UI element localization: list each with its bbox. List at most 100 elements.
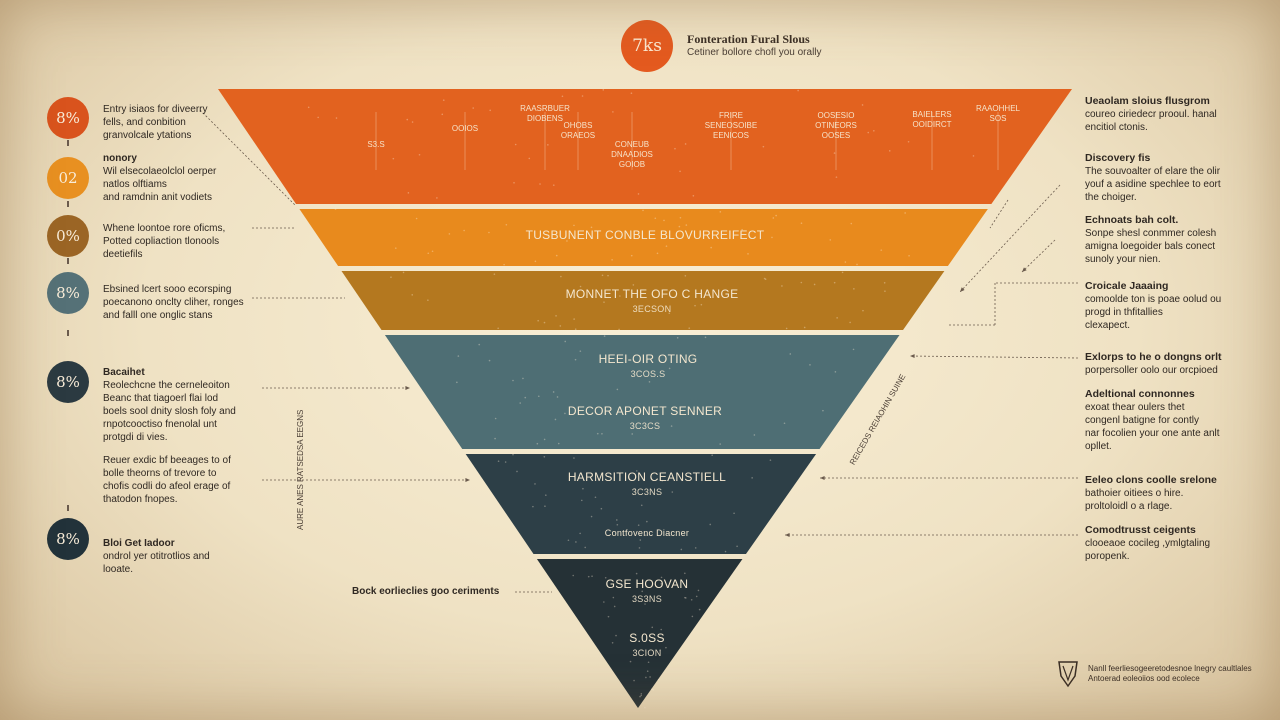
layer-title-text: HARMSITION CEANSTIELL: [497, 470, 797, 484]
texture-speck: [651, 688, 653, 690]
left-badge: 8%: [47, 518, 89, 560]
right-body: clooeaoe cocileg ,ymlgtaling poropenk.: [1085, 538, 1210, 562]
texture-speck: [478, 344, 480, 346]
texture-speck: [581, 500, 583, 502]
right-text-block: Eeleo clons coolle srelonebathoier oitie…: [1085, 474, 1265, 513]
texture-speck: [836, 176, 838, 178]
texture-speck: [406, 119, 408, 121]
texture-speck: [558, 443, 560, 445]
texture-speck: [419, 154, 421, 156]
texture-speck: [709, 524, 711, 526]
texture-speck: [544, 439, 546, 441]
texture-speck: [458, 355, 460, 357]
texture-speck: [904, 212, 906, 214]
texture-speck: [488, 232, 490, 234]
texture-speck: [804, 327, 806, 329]
texture-speck: [597, 433, 599, 435]
texture-speck: [441, 114, 443, 116]
texture-speck: [537, 443, 539, 445]
left-text-block: Ebsined lcert sooo ecorsping poecanono o…: [103, 283, 263, 322]
texture-speck: [645, 677, 647, 679]
texture-speck: [862, 104, 864, 106]
texture-speck: [685, 143, 687, 145]
texture-speck: [640, 695, 642, 697]
texture-speck: [638, 193, 640, 195]
texture-speck: [773, 217, 775, 219]
texture-speck: [547, 144, 549, 146]
right-title: Croicale Jaaaing: [1085, 280, 1265, 293]
texture-speck: [649, 676, 651, 678]
texture-speck: [647, 670, 649, 672]
layer-subtitle: 3C3CS: [495, 421, 795, 431]
texture-speck: [544, 322, 546, 324]
texture-speck: [575, 541, 577, 543]
texture-speck: [684, 572, 686, 574]
texture-speck: [654, 217, 656, 219]
texture-speck: [503, 264, 505, 266]
connector-dot: [67, 330, 69, 336]
texture-speck: [636, 573, 638, 575]
texture-speck: [544, 505, 546, 507]
layer-title: Contfovenc Diacner: [497, 528, 797, 538]
layer-title-text: S.0SS: [497, 631, 797, 645]
texture-speck: [308, 107, 310, 109]
texture-speck: [604, 335, 606, 337]
texture-speck: [408, 192, 410, 194]
texture-speck: [688, 327, 690, 329]
texture-speck: [845, 261, 847, 263]
right-title: Eeleo clons coolle srelone: [1085, 474, 1265, 487]
column-label: CONEUB DNAADIOS GOIOB: [587, 140, 677, 170]
texture-speck: [618, 329, 620, 331]
left-body: Whene loontoe rore oficms, Potted coplia…: [103, 223, 225, 260]
texture-speck: [505, 461, 507, 463]
left-body: Reolechcne the cerneleoiton Beanc that t…: [103, 380, 236, 443]
texture-speck: [553, 184, 555, 186]
texture-speck: [646, 521, 648, 523]
texture-speck: [393, 158, 395, 160]
texture-speck: [489, 360, 491, 362]
texture-speck: [889, 150, 891, 152]
texture-speck: [764, 278, 766, 280]
left-badge: 8%: [47, 361, 89, 403]
texture-speck: [680, 217, 682, 219]
left-body: Wil elsecolaeolclol oerper natlos olftia…: [103, 166, 216, 203]
texture-speck: [575, 328, 577, 330]
texture-speck: [711, 454, 713, 456]
right-body: comoolde ton is poae oolud ou progd in t…: [1085, 294, 1221, 331]
texture-speck: [649, 381, 651, 383]
texture-speck: [685, 275, 687, 277]
texture-speck: [705, 337, 707, 339]
texture-speck: [557, 396, 559, 398]
layer-title-text: TUSBUNENT CONBLE BLOVURREIFECT: [495, 228, 795, 242]
column-label: OHOBS ORAEOS: [533, 121, 623, 141]
texture-speck: [733, 512, 735, 514]
texture-speck: [639, 539, 641, 541]
texture-speck: [642, 210, 644, 212]
texture-speck: [506, 224, 508, 226]
texture-speck: [612, 111, 614, 113]
texture-speck: [336, 117, 338, 119]
texture-speck: [725, 551, 727, 553]
left-text-block: nonoryWil elsecolaeolclol oerper natlos …: [103, 152, 263, 204]
texture-speck: [973, 155, 975, 157]
left-body: Entry isiaos for diveerry fells, and con…: [103, 104, 207, 141]
texture-speck: [801, 222, 803, 224]
texture-speck: [842, 272, 844, 274]
texture-speck: [754, 434, 756, 436]
texture-speck: [602, 274, 604, 276]
texture-speck: [657, 253, 659, 255]
layer-subtitle: 3C3NS: [497, 487, 797, 497]
layer-title-text: MONNET THE OFO C HANGE: [502, 287, 802, 301]
right-text-block: Ueaolam sloius flusgromcoureo ciriedecr …: [1085, 95, 1265, 134]
texture-speck: [528, 158, 530, 160]
texture-speck: [631, 255, 633, 257]
left-title: Bloi Get Iadoor: [103, 537, 263, 550]
right-text-block: Adeltional connonnesexoat thear oulers t…: [1085, 388, 1265, 453]
texture-speck: [686, 224, 688, 226]
texture-speck: [427, 252, 429, 254]
texture-speck: [677, 337, 679, 339]
texture-speck: [489, 110, 491, 112]
texture-speck: [512, 454, 514, 456]
column-label: S3.S: [331, 140, 421, 150]
texture-speck: [850, 223, 852, 225]
